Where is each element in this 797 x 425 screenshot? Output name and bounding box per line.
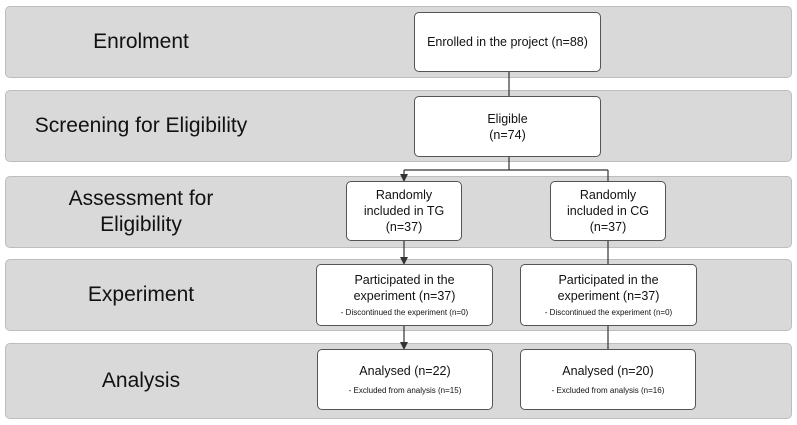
box-cg-random-line3: (n=37) xyxy=(589,220,627,234)
box-tg-experiment-note: - Discontinued the experiment (n=0) xyxy=(340,308,469,317)
box-tg-experiment-line2: experiment (n=37) xyxy=(353,289,456,303)
box-cg-experiment: Participated in the experiment (n=37) - … xyxy=(520,264,697,326)
band-enrolment xyxy=(5,6,792,78)
stage-label-assessment-line2: Eligibility xyxy=(100,213,182,236)
box-eligible-line2: (n=74) xyxy=(489,127,526,142)
box-cg-experiment-line2: experiment (n=37) xyxy=(557,289,660,303)
box-enrolled: Enrolled in the project (n=88) xyxy=(414,12,601,72)
band-screening xyxy=(5,90,792,162)
box-tg-experiment-line1: Participated in the xyxy=(354,273,455,287)
box-tg-random-line3: (n=37) xyxy=(385,220,423,234)
box-eligible-line1: Eligible xyxy=(487,111,528,126)
box-cg-analysis: Analysed (n=20) - Excluded from analysis… xyxy=(520,349,696,410)
box-tg-analysis-line1: Analysed (n=22) xyxy=(359,364,451,378)
stage-label-experiment: Experiment xyxy=(6,259,276,331)
box-tg-analysis-note: - Excluded from analysis (n=15) xyxy=(348,386,462,395)
stage-label-assessment-line1: Assessment for xyxy=(68,187,214,210)
stage-label-analysis: Analysis xyxy=(6,343,276,419)
box-cg-analysis-line1: Analysed (n=20) xyxy=(562,364,654,378)
box-cg-experiment-line1: Participated in the xyxy=(558,273,659,287)
box-enrolled-text: Enrolled in the project (n=88) xyxy=(427,35,588,49)
stage-label-screening: Screening for Eligibility xyxy=(6,90,276,162)
box-cg-analysis-note: - Excluded from analysis (n=16) xyxy=(551,386,665,395)
box-eligible: Eligible (n=74) xyxy=(414,96,601,157)
box-cg-experiment-note: - Discontinued the experiment (n=0) xyxy=(544,308,673,317)
box-tg-random: Randomly included in TG (n=37) xyxy=(346,181,462,241)
stage-label-screening-text: Screening for Eligibility xyxy=(34,114,248,137)
box-cg-random-line1: Randomly xyxy=(579,188,637,202)
stage-label-enrolment-text: Enrolment xyxy=(93,30,189,53)
stage-label-experiment-text: Experiment xyxy=(87,283,195,306)
box-tg-random-line1: Randomly xyxy=(375,188,433,202)
box-tg-random-line2: included in TG xyxy=(363,204,445,218)
stage-label-analysis-text: Analysis xyxy=(101,369,181,392)
stage-label-enrolment: Enrolment xyxy=(6,6,276,78)
box-cg-random: Randomly included in CG (n=37) xyxy=(550,181,666,241)
box-tg-analysis: Analysed (n=22) - Excluded from analysis… xyxy=(317,349,493,410)
box-cg-random-line2: included in CG xyxy=(567,204,649,218)
box-tg-experiment: Participated in the experiment (n=37) - … xyxy=(316,264,493,326)
stage-label-assessment: Assessment for Eligibility xyxy=(6,176,276,248)
